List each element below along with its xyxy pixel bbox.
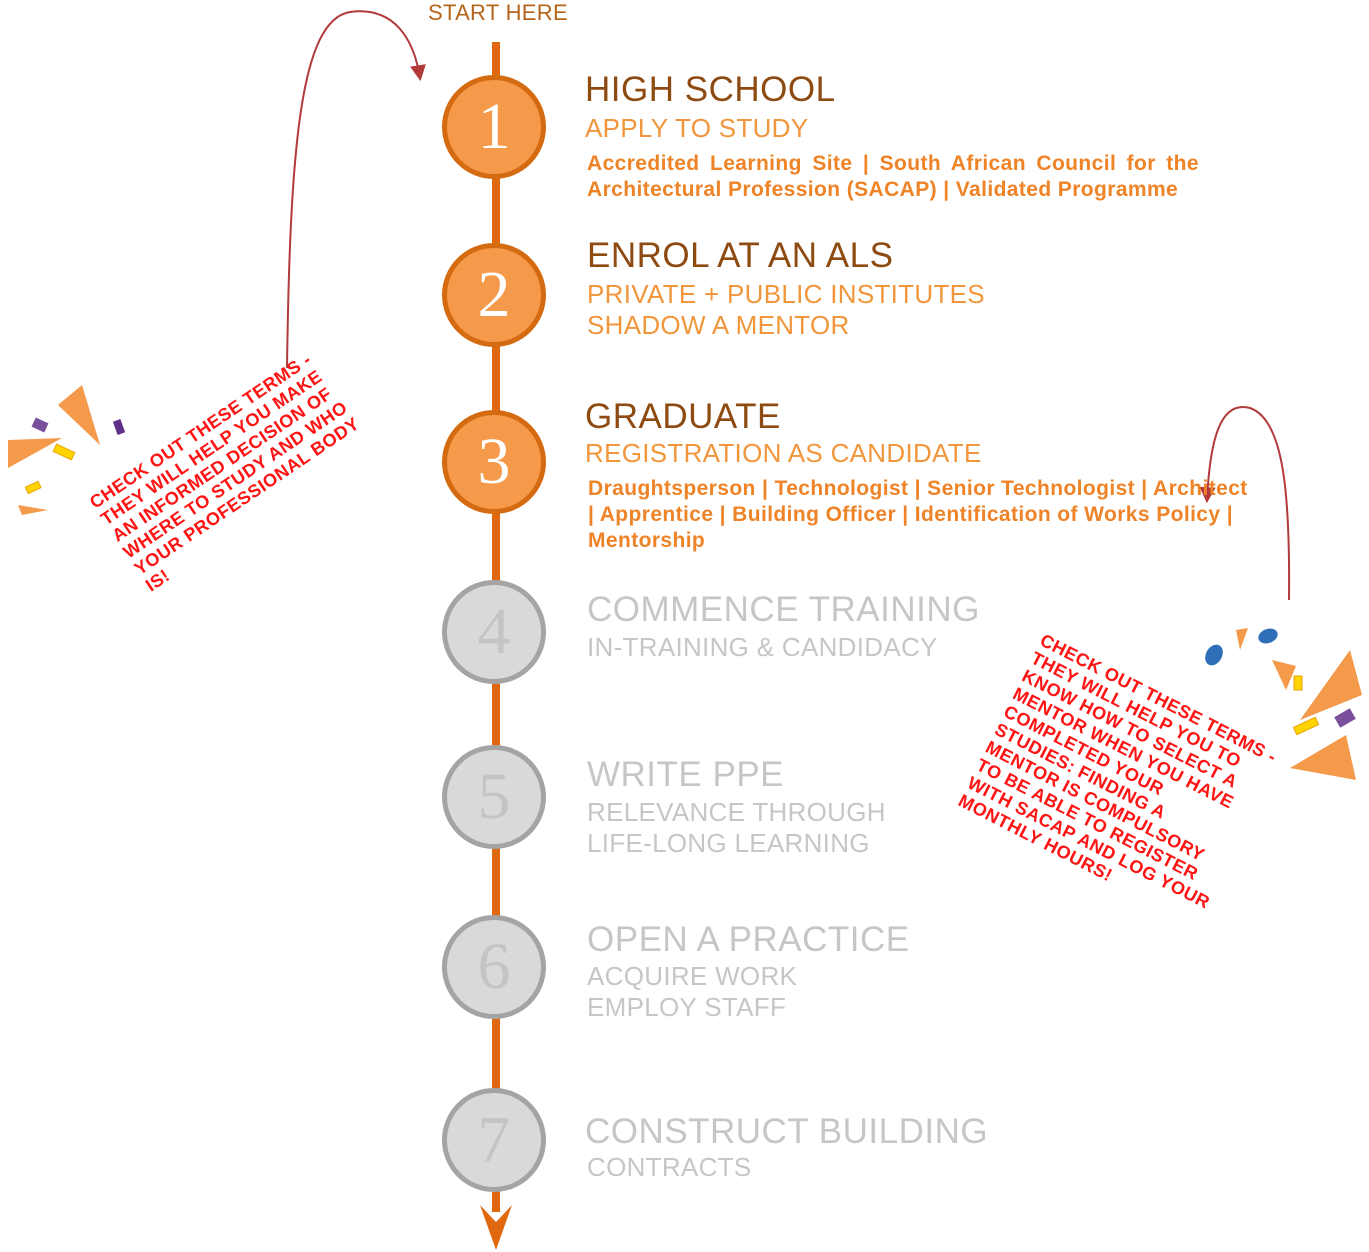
right-pointer-arrow xyxy=(1199,405,1291,601)
start-here-label: START HERE xyxy=(428,0,568,25)
step-3-detail: Draughtsperson | Technologist | Senior T… xyxy=(588,477,1248,552)
spine-arrowhead xyxy=(480,1205,512,1250)
step-2-circle: 2 xyxy=(442,243,546,347)
step-7-title: CONSTRUCT BUILDING xyxy=(585,1112,989,1151)
step-4-title: COMMENCE TRAINING xyxy=(587,590,980,629)
step-7-subtitle: CONTRACTS xyxy=(587,1152,752,1182)
step-1-circle: 1 xyxy=(442,75,546,179)
step-1-number: 1 xyxy=(477,90,511,163)
step-1-title: HIGH SCHOOL xyxy=(585,70,836,109)
step-2-subtitle-1: PRIVATE + PUBLIC INSTITUTES xyxy=(587,279,985,309)
confetti-left xyxy=(8,385,126,515)
step-1-detail: Accredited Learning Site | South African… xyxy=(587,152,1199,201)
step-6-subtitle-2: EMPLOY STAFF xyxy=(587,992,787,1022)
step-2-number: 2 xyxy=(477,258,511,331)
step-6-circle: 6 xyxy=(442,915,546,1019)
step-4-circle: 4 xyxy=(442,580,546,684)
step-7-circle: 7 xyxy=(442,1088,546,1192)
step-2-subtitle-2: SHADOW A MENTOR xyxy=(587,310,850,340)
step-6-number: 6 xyxy=(477,930,511,1003)
step-1-subtitle: APPLY TO STUDY xyxy=(585,113,809,143)
step-5-subtitle-1: RELEVANCE THROUGH xyxy=(587,797,886,827)
step-5-number: 5 xyxy=(477,760,511,833)
step-4-number: 4 xyxy=(477,595,511,668)
step-4-subtitle: IN-TRAINING & CANDIDACY xyxy=(587,632,938,662)
step-3-number: 3 xyxy=(477,425,511,498)
step-5-subtitle-2: LIFE-LONG LEARNING xyxy=(587,828,870,858)
step-5-title: WRITE PPE xyxy=(587,755,785,794)
step-3-circle: 3 xyxy=(442,410,546,514)
step-3-title: GRADUATE xyxy=(585,397,781,436)
step-6-subtitle-1: ACQUIRE WORK xyxy=(587,961,798,991)
step-5-circle: 5 xyxy=(442,745,546,849)
step-6-title: OPEN A PRACTICE xyxy=(587,920,910,959)
confetti-right xyxy=(1205,628,1362,780)
left-pointer-arrow xyxy=(286,10,426,369)
step-2-title: ENROL AT AN ALS xyxy=(587,236,894,275)
step-3-subtitle: REGISTRATION AS CANDIDATE xyxy=(585,438,982,468)
step-7-number: 7 xyxy=(477,1103,511,1176)
